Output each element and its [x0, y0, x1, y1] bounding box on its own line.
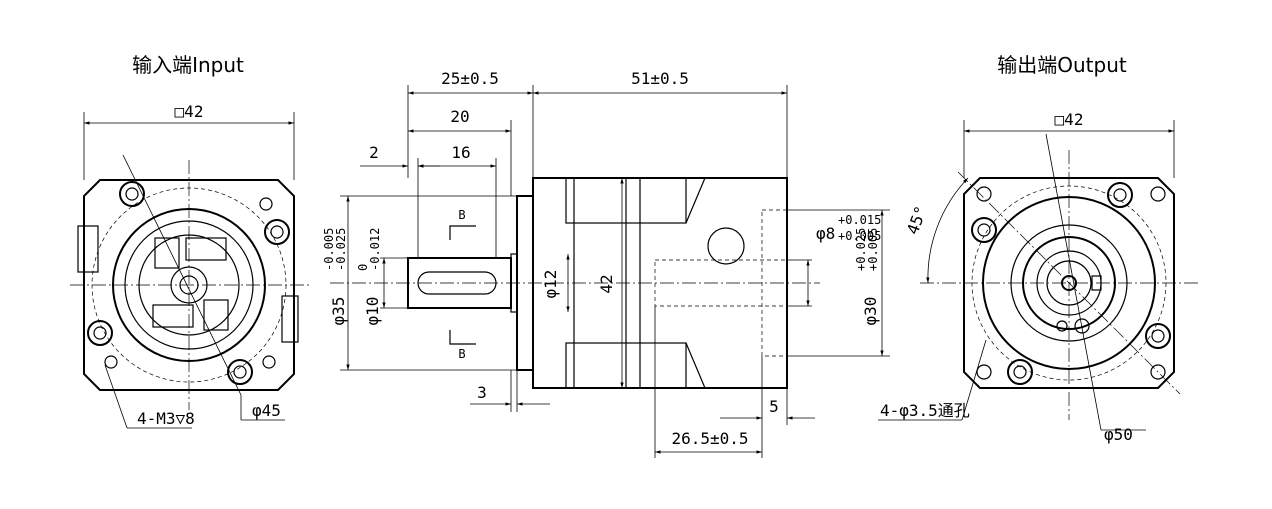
dim-d8-tol-lower: +0.005 — [838, 229, 881, 243]
input-title: 输入端Input — [132, 53, 244, 77]
dim-d35-tol-lower: -0.025 — [334, 228, 348, 271]
input-width-label: □42 — [175, 102, 204, 121]
output-title: 输出端Output — [997, 53, 1127, 77]
section-b-bottom: B — [458, 347, 465, 361]
dim-d8-tol-upper: +0.015 — [838, 213, 881, 227]
input-pilot-label: φ45 — [252, 401, 281, 420]
output-holes-label: 4-φ3.5通孔 — [880, 401, 970, 420]
dim-d12-label: φ12 — [541, 270, 560, 299]
dim-d10-base: φ10 — [363, 297, 382, 326]
dim-d35-base: φ35 — [329, 297, 348, 326]
input-holes-leader — [104, 364, 128, 429]
input-flange — [83, 179, 295, 391]
dim-25-label: 25±0.5 — [441, 69, 499, 88]
dim-d30-base: φ30 — [861, 297, 880, 326]
dim-d30-tol-lower: +0.005 — [866, 228, 880, 271]
dim-20-label: 20 — [450, 107, 469, 126]
output-view: 输出端Output □42 45° φ50 — [878, 53, 1200, 444]
side-view: 25±0.5 51±0.5 20 16 2 B — [322, 69, 890, 458]
dim-26-label: 26.5±0.5 — [671, 429, 748, 448]
output-holes-leader — [961, 339, 987, 421]
dim-3-label: 3 — [477, 383, 487, 402]
input-view: 输入端Input □42 — [70, 53, 310, 429]
dim-d8-base: φ8 — [816, 224, 835, 243]
angle-label: 45° — [903, 203, 931, 237]
dim-2-label: 2 — [369, 143, 379, 162]
dim-5-label: 5 — [769, 397, 779, 416]
dim-16-label: 16 — [451, 143, 470, 162]
dim-d10-tol-lower: -0.012 — [368, 228, 382, 271]
dim-d10-tol-upper: 0 — [356, 264, 370, 271]
section-b-top: B — [458, 208, 465, 222]
dim-d35-tol-upper: -0.005 — [322, 228, 336, 271]
dim-51-label: 51±0.5 — [631, 69, 689, 88]
input-pilot-leader — [122, 154, 242, 396]
angle-arc — [926, 177, 969, 284]
input-holes-label: 4-M3▽8 — [137, 409, 195, 428]
output-pcd-leader — [1045, 133, 1102, 431]
output-pcd-label: φ50 — [1104, 425, 1133, 444]
output-width-label: □42 — [1055, 110, 1084, 129]
dim-42-side-label: 42 — [597, 274, 616, 293]
dim-d30-tol-upper: +0.025 — [854, 228, 868, 271]
